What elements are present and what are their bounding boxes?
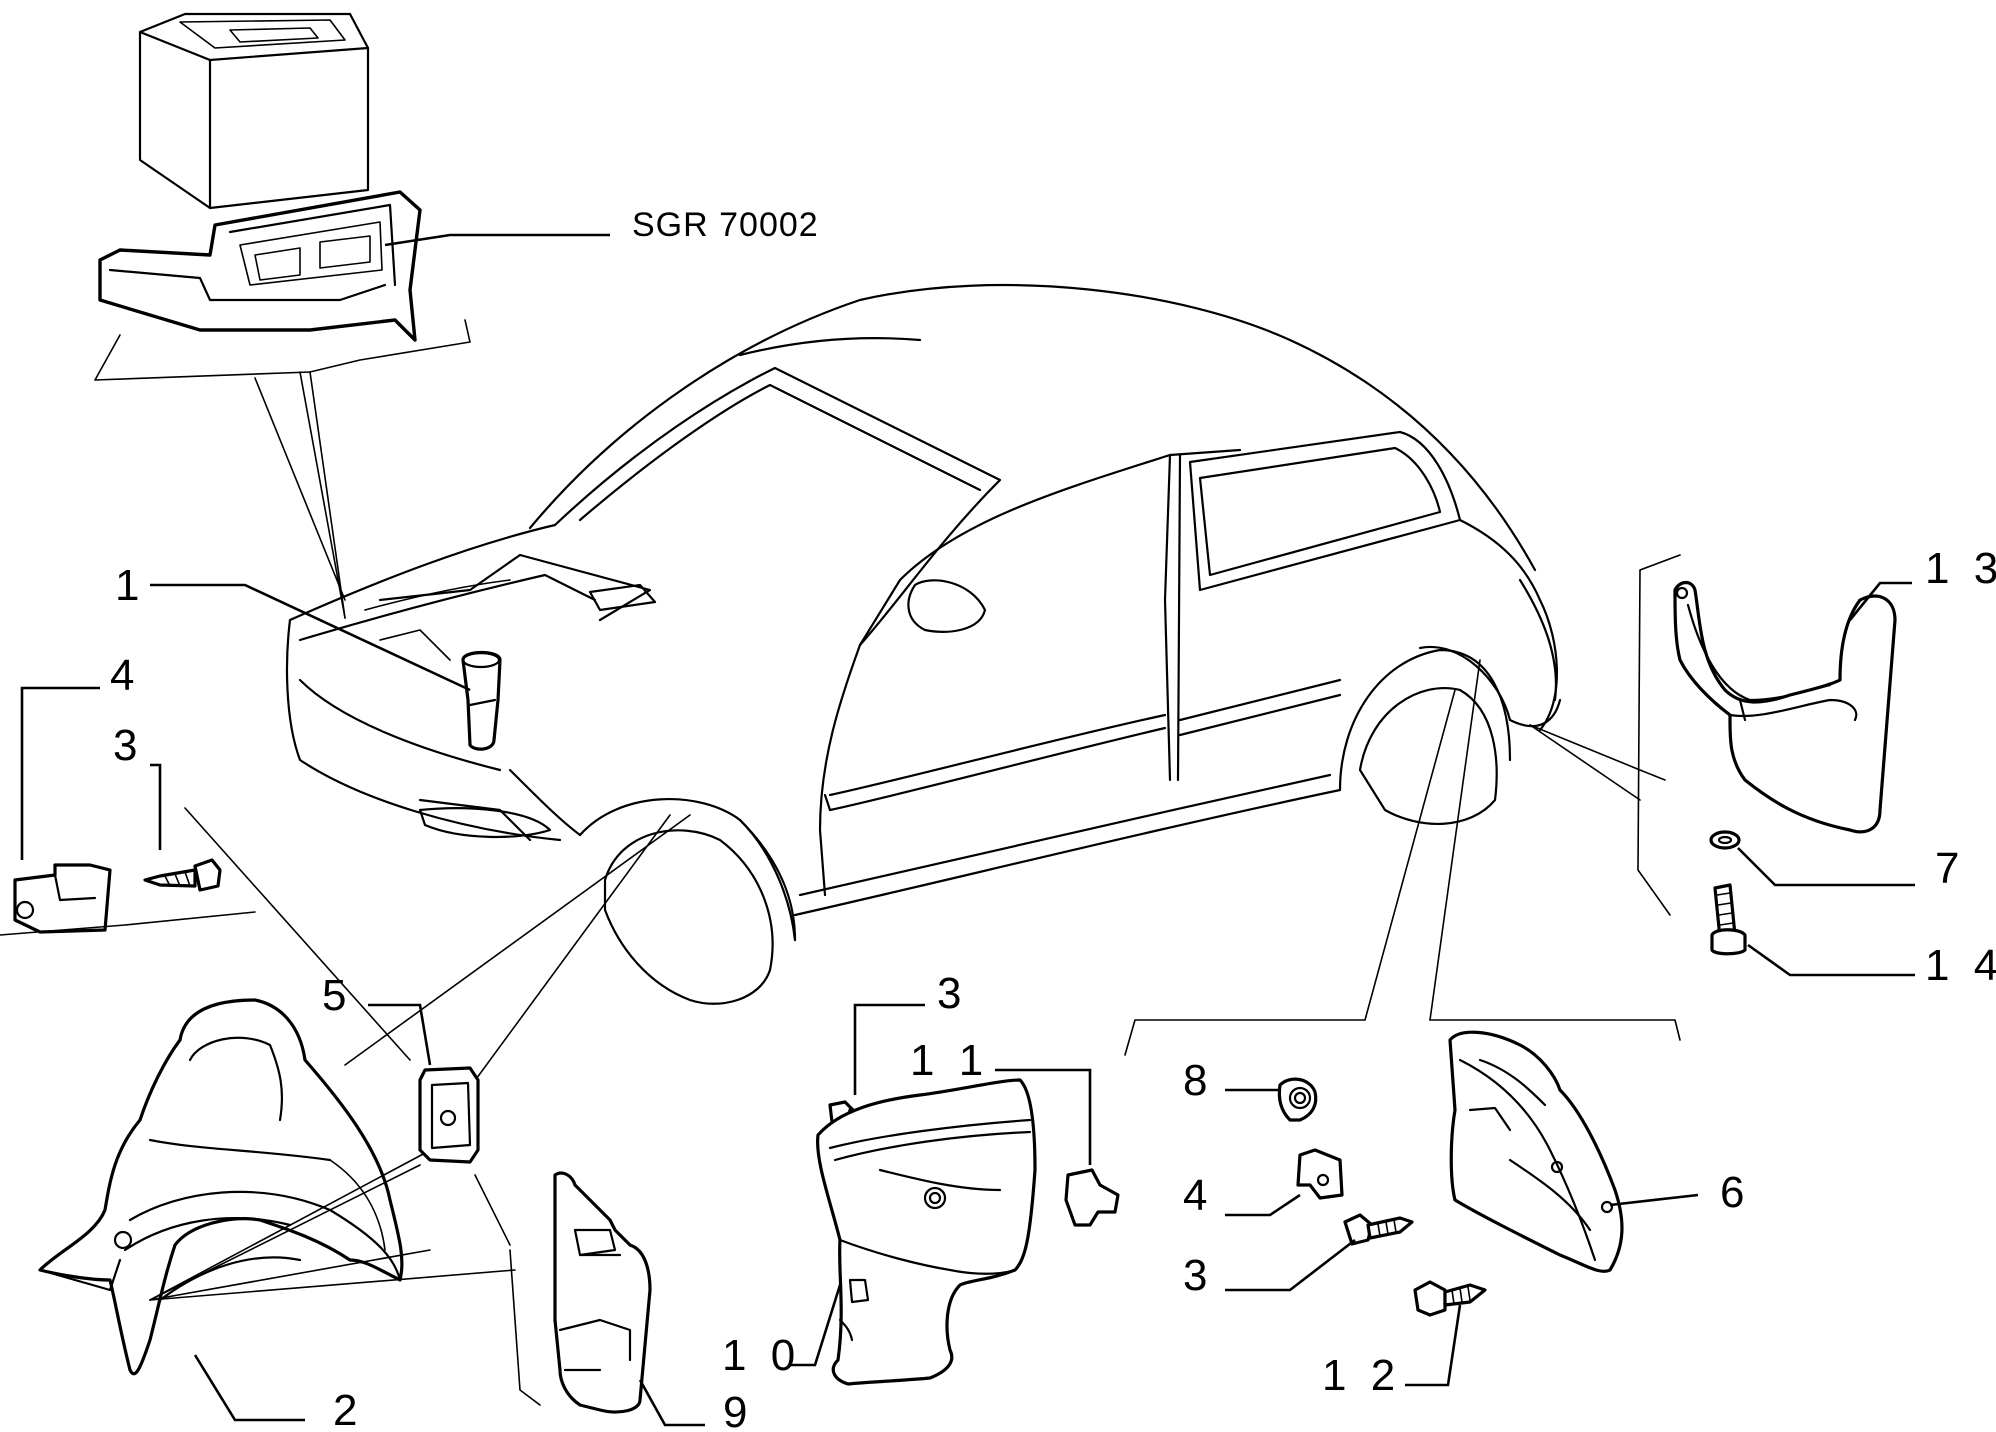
leader-10 [790,1284,842,1367]
callout-3-middle: 3 [937,969,967,1018]
leader-13 [1848,581,1912,621]
leader-4b [1225,1193,1301,1217]
callout-11: 1 1 [910,1036,989,1085]
leader-1 [150,583,471,692]
leader-5 [368,1003,432,1066]
leader-14 [1747,943,1915,977]
callout-5: 5 [322,971,352,1020]
wheel-liner-rear-10 [816,1078,1037,1386]
car-body [285,283,1562,1005]
callout-3-right: 3 [1183,1251,1213,1300]
callout-7: 7 [1935,844,1965,893]
screw-12 [1413,1280,1487,1317]
leader-9 [638,1379,705,1427]
callout-2: 2 [333,1386,363,1432]
bolt-14 [1710,883,1747,956]
callout-3-left: 3 [113,721,143,770]
fastener-clip-4-left [13,863,112,934]
leader-2 [193,1354,305,1422]
leader-11 [995,1068,1092,1165]
battery-assembly [138,12,370,210]
clip-11 [1064,1168,1120,1227]
screw-3-left [143,858,222,892]
leader-4a [20,686,100,860]
callout-12: 1 2 [1322,1351,1401,1400]
callout-1: 1 [115,561,145,610]
leader-3c [1225,1238,1356,1292]
washer-filler-neck [461,650,502,751]
callout-6: 6 [1720,1168,1750,1217]
mud-flap-front [553,1171,652,1414]
leader-12 [1405,1304,1462,1387]
callout-10: 1 0 [722,1331,801,1380]
leader-sgr [384,233,610,247]
clip-nut-4-right [1296,1148,1344,1200]
leader-6 [1609,1193,1699,1207]
mud-flap-rear-13 [1673,580,1897,834]
callout-8: 8 [1183,1056,1213,1105]
callout-14: 1 4 [1925,941,1996,990]
callout-9: 9 [723,1388,753,1432]
clip-plate-5 [418,1066,480,1164]
battery-tray [98,190,422,342]
leader-7 [1737,847,1915,887]
front-wheel-liner [38,998,404,1376]
screw-3-right [1343,1213,1414,1246]
leader-3b [853,1003,925,1095]
washer-7 [1709,830,1741,850]
splash-shield-6 [1448,1030,1624,1273]
nut-8 [1277,1077,1318,1122]
reference-code: SGR 70002 [632,206,819,244]
callout-13: 1 3 [1925,544,1996,593]
callout-4-left: 4 [110,651,140,700]
callout-4-right: 4 [1183,1171,1213,1220]
leader-3a [150,763,162,850]
